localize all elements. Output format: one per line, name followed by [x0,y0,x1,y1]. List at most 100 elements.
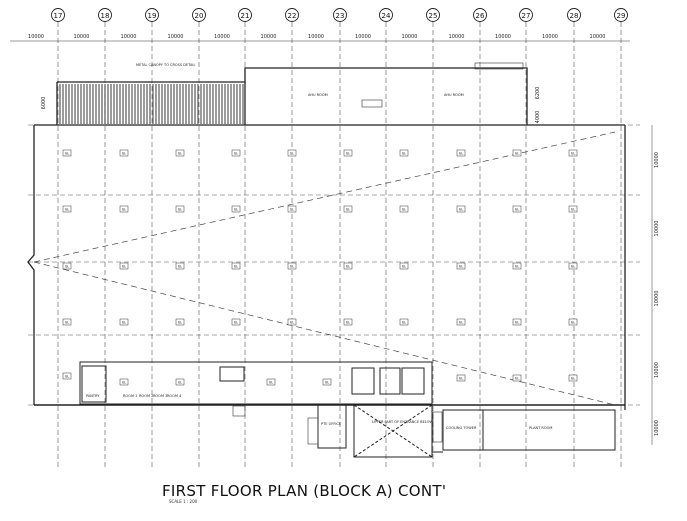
column-tag: GL [175,262,185,270]
span-dimension: 10000 [308,34,324,40]
column-tag: GL [231,262,241,270]
span-dimension: 10000 [74,34,90,40]
svg-text:GL: GL [178,265,183,269]
bay-dimension: 10000 [654,221,660,237]
svg-text:GL: GL [122,265,127,269]
column-tag: GL [456,318,466,326]
svg-text:GL: GL [571,321,576,325]
column-tag: GL [119,378,129,386]
column-tag: GL [231,149,241,157]
column-tag: GL [287,205,297,213]
grid-axis-label: 25 [429,12,438,20]
grid-axis-label: 18 [101,12,110,20]
column-tag: GL [456,149,466,157]
svg-text:GL: GL [402,321,407,325]
grid-axis-label: 22 [288,12,297,20]
column-tag: GL [568,374,578,382]
column-tag: GL [175,378,185,386]
column-tag: GL [119,149,129,157]
column-tag: GL [119,318,129,326]
span-dimension: 10000 [214,34,230,40]
svg-text:GL: GL [402,152,407,156]
svg-text:GL: GL [515,321,520,325]
svg-text:GL: GL [346,152,351,156]
grid-axis-26: 26 [473,8,487,22]
column-tag: GL [343,205,353,213]
svg-text:GL: GL [290,152,295,156]
grid-axis-21: 21 [238,8,252,22]
grid-axis-label: 23 [336,12,345,20]
column-tag: GL [399,205,409,213]
column-tag: GL [62,262,72,270]
column-tag: GL [512,318,522,326]
column-tag: GL [231,205,241,213]
cooling-tower-label: COOLING TOWER [446,426,477,430]
svg-text:GL: GL [402,265,407,269]
grid-axis-18: 18 [98,8,112,22]
svg-text:GL: GL [65,265,70,269]
bay-dimension: 10000 [654,420,660,436]
plant-room-label: PLANT ROOM [529,426,552,430]
grid-axis-25: 25 [426,8,440,22]
svg-text:GL: GL [65,375,70,379]
span-dimension: 10000 [121,34,137,40]
column-tag: GL [322,378,332,386]
column-tag: GL [343,262,353,270]
column-tag: GL [287,318,297,326]
column-tag: GL [568,205,578,213]
svg-text:GL: GL [178,152,183,156]
span-dimension: 10000 [261,34,277,40]
column-tag: GL [568,318,578,326]
svg-text:GL: GL [65,208,70,212]
room-2-label: ROOM 2 [139,394,153,398]
column-tag: GL [62,205,72,213]
stairs [232,62,524,445]
span-dimension: 10000 [402,34,418,40]
grid-axis-22: 22 [285,8,299,22]
column-tag: GL [512,374,522,382]
span-dimension: 10000 [449,34,465,40]
svg-text:GL: GL [234,265,239,269]
column-tag: GL [62,372,72,380]
grid-axis-label: 20 [195,12,204,20]
column-tag: GL [287,262,297,270]
ahu-room-2-label: AHU ROOM [444,93,464,97]
dimension-lines: 10000 10000 10000 10000 10000 10000 10000 10000… [10,34,660,445]
grid-axis-28: 28 [567,8,581,22]
svg-text:GL: GL [325,381,330,385]
roof-dimension: 6200 [535,87,541,100]
grid-axis-20: 20 [192,8,206,22]
column-tag: GL [512,262,522,270]
room-1-label: ROOM 1 [123,394,137,398]
svg-text:GL: GL [234,152,239,156]
column-tag: GL [399,149,409,157]
span-dimension: 10000 [495,34,511,40]
column-tag: GL [175,149,185,157]
ahu-room-1-label: AHU ROOM [308,93,328,97]
column-tag: GL [343,149,353,157]
grid-axis-27: 27 [519,8,533,22]
svg-text:GL: GL [515,208,520,212]
column-tag: GL [119,205,129,213]
column-tag: GL [399,262,409,270]
svg-text:GL: GL [571,265,576,269]
svg-text:GL: GL [515,377,520,381]
plan-title: FIRST FLOOR PLAN (BLOCK A) CONT' [162,482,447,500]
upper-part-note: UPPER PART OF ENTRANCE BELOW [372,420,433,424]
grid-axis-19: 19 [145,8,159,22]
grid-axis-label: 24 [382,12,391,20]
column-tag: GL [512,149,522,157]
room-4-label: ROOM 4 [167,394,182,398]
svg-text:GL: GL [178,321,183,325]
svg-text:GL: GL [515,265,520,269]
bay-dimension: 10000 [654,362,660,378]
column-tag: GL [287,149,297,157]
column-tag: GL [175,318,185,326]
svg-text:GL: GL [290,208,295,212]
column-tag: GL [568,149,578,157]
svg-text:GL: GL [459,377,464,381]
svg-text:GL: GL [234,321,239,325]
grid-axis-24: 24 [379,8,393,22]
span-dimension: 10000 [590,34,606,40]
